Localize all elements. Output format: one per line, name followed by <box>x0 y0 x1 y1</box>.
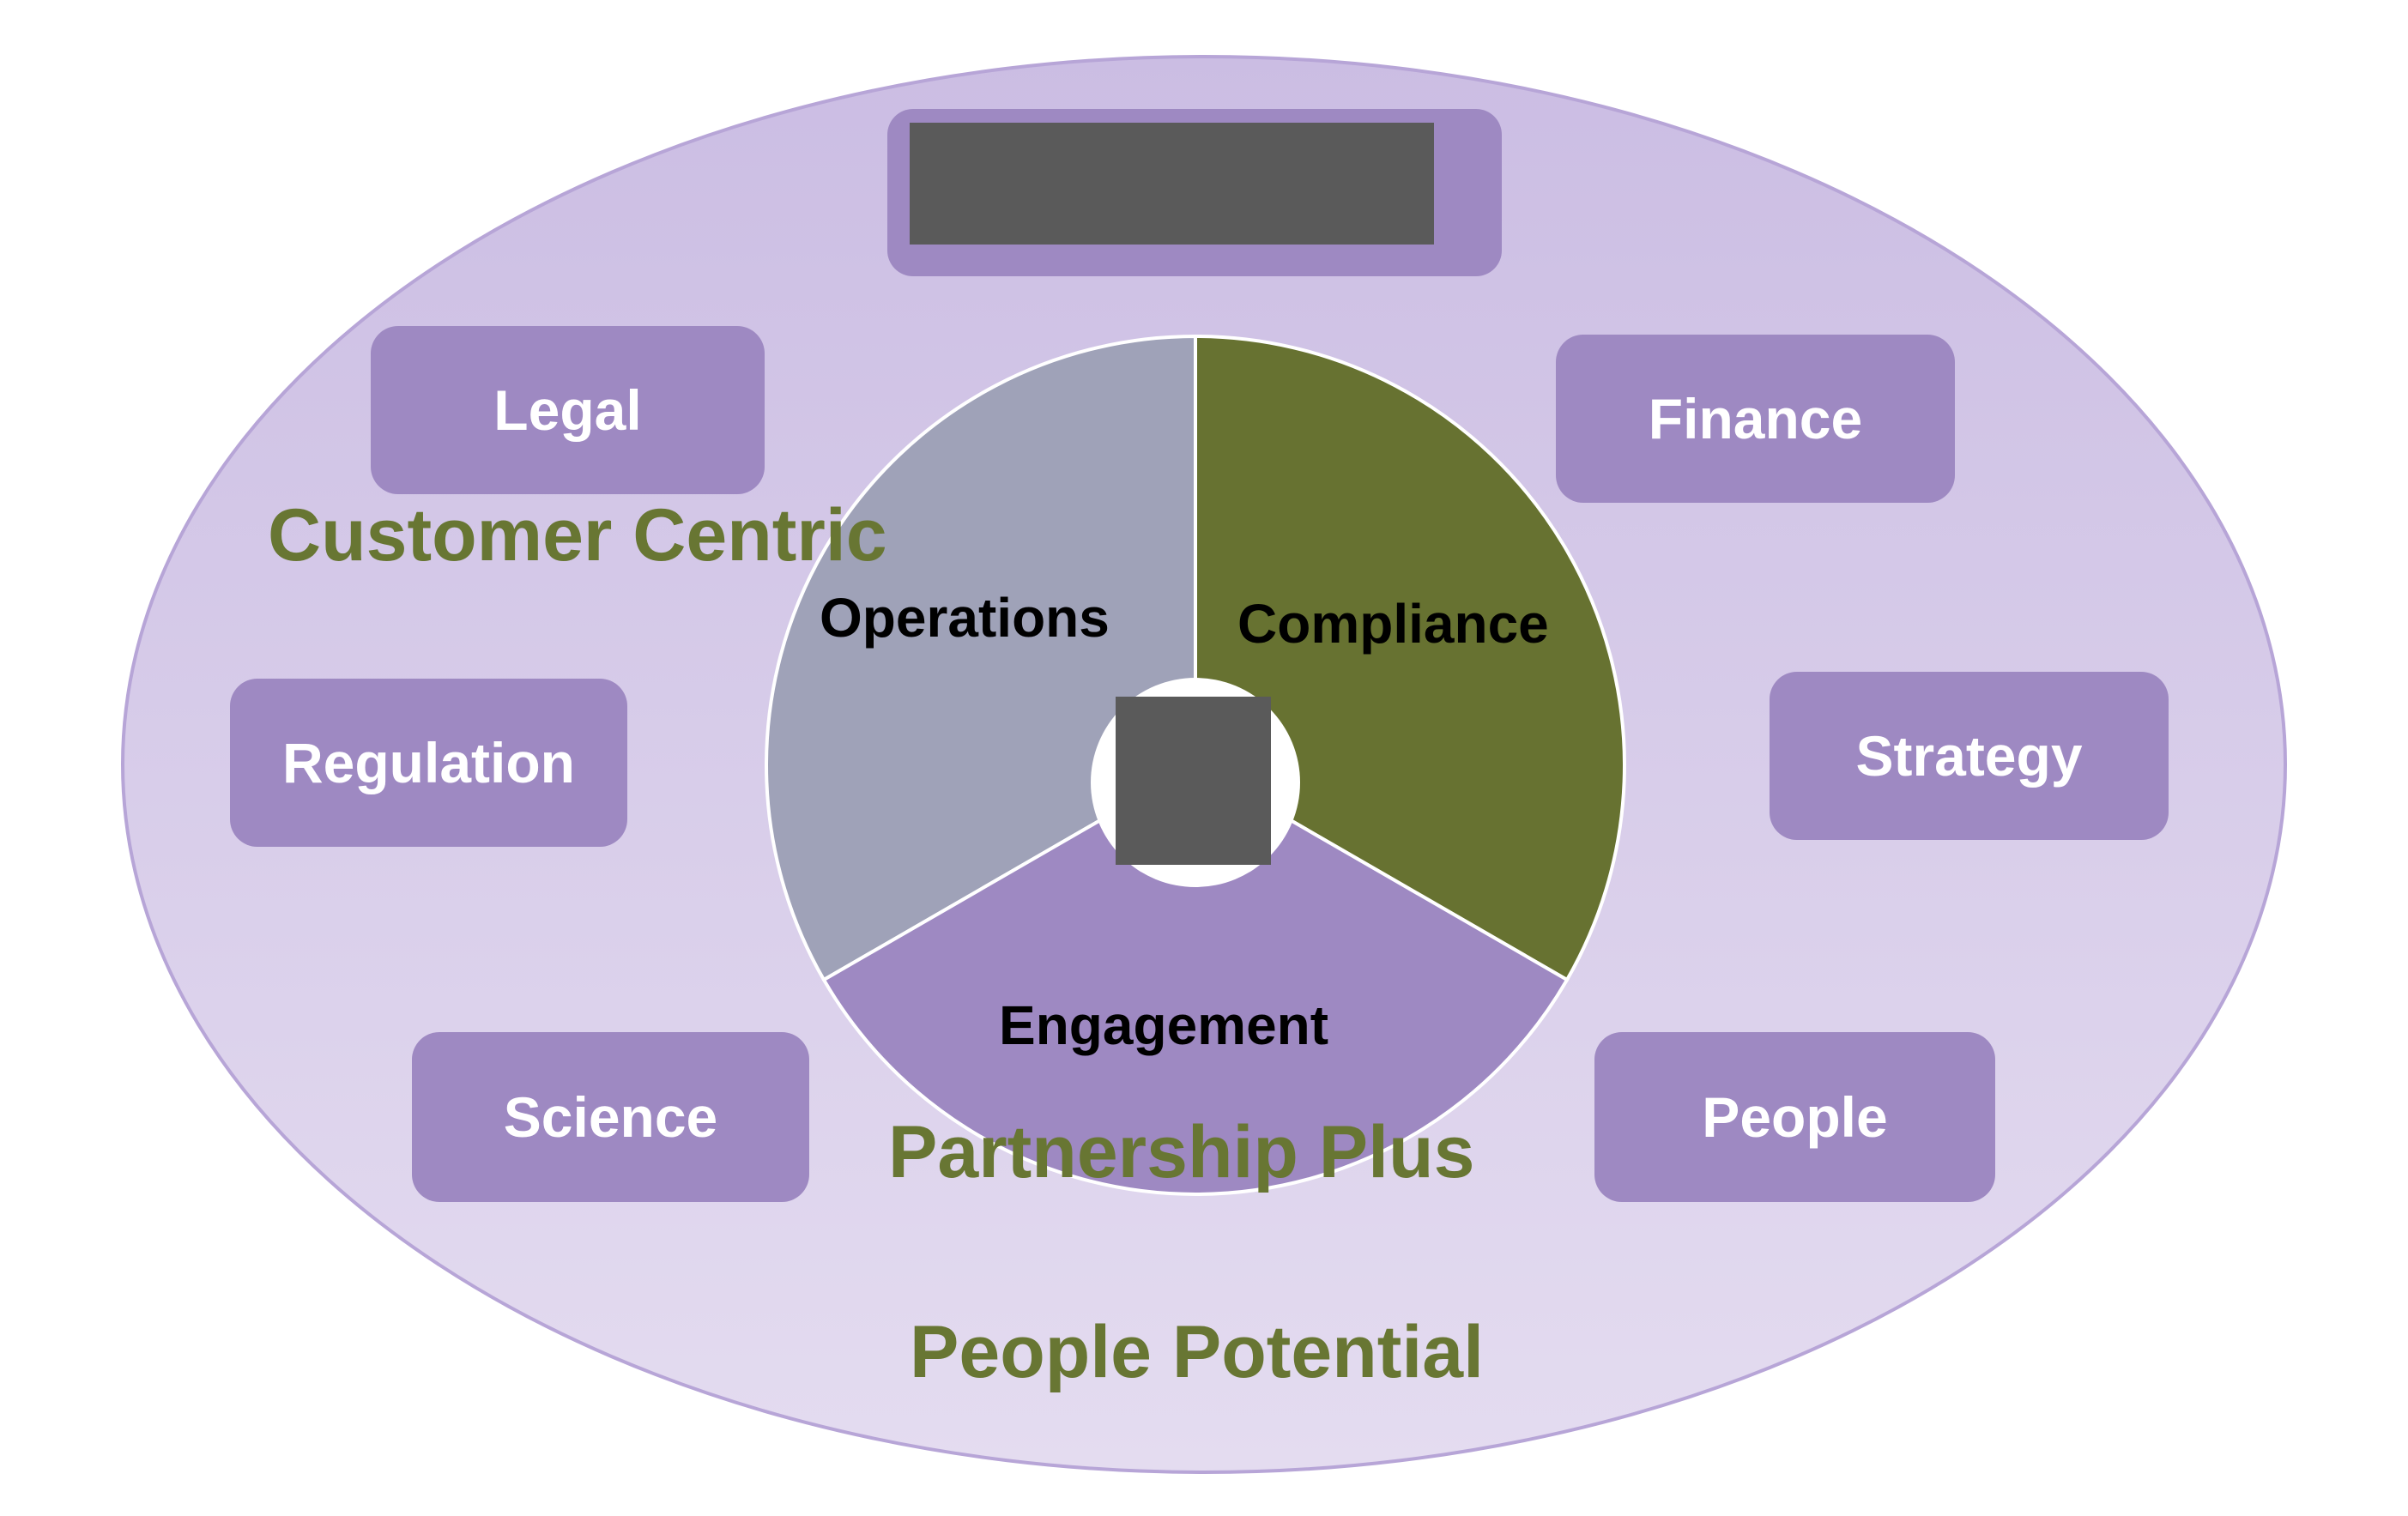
finance-box: Finance <box>1556 335 1955 503</box>
partnership-plus-label: Partnership Plus <box>888 1111 1475 1193</box>
regulation-label: Regulation <box>282 731 575 794</box>
top-box <box>887 109 1502 276</box>
legal-label: Legal <box>493 378 642 442</box>
regulation-box: Regulation <box>230 679 627 847</box>
science-label: Science <box>503 1085 718 1149</box>
compliance-label: Compliance <box>1237 593 1549 655</box>
engagement-label: Engagement <box>999 994 1329 1056</box>
segment-engagement <box>821 763 1570 1196</box>
strategy-box: Strategy <box>1770 672 2169 840</box>
people-label: People <box>1702 1085 1888 1149</box>
science-box: Science <box>412 1032 809 1202</box>
customer-centric-label: Customer Centric <box>268 494 887 577</box>
center-redaction <box>1116 697 1271 865</box>
people-potential-label: People Potential <box>910 1311 1485 1393</box>
strategy-label: Strategy <box>1855 724 2083 788</box>
people-box: People <box>1594 1032 1995 1202</box>
legal-box: Legal <box>371 326 765 494</box>
top-box-redaction <box>910 123 1434 245</box>
operations-label: Operations <box>820 587 1110 649</box>
segment-operations <box>765 334 1197 982</box>
finance-label: Finance <box>1648 387 1863 450</box>
segment-compliance <box>1194 334 1626 982</box>
